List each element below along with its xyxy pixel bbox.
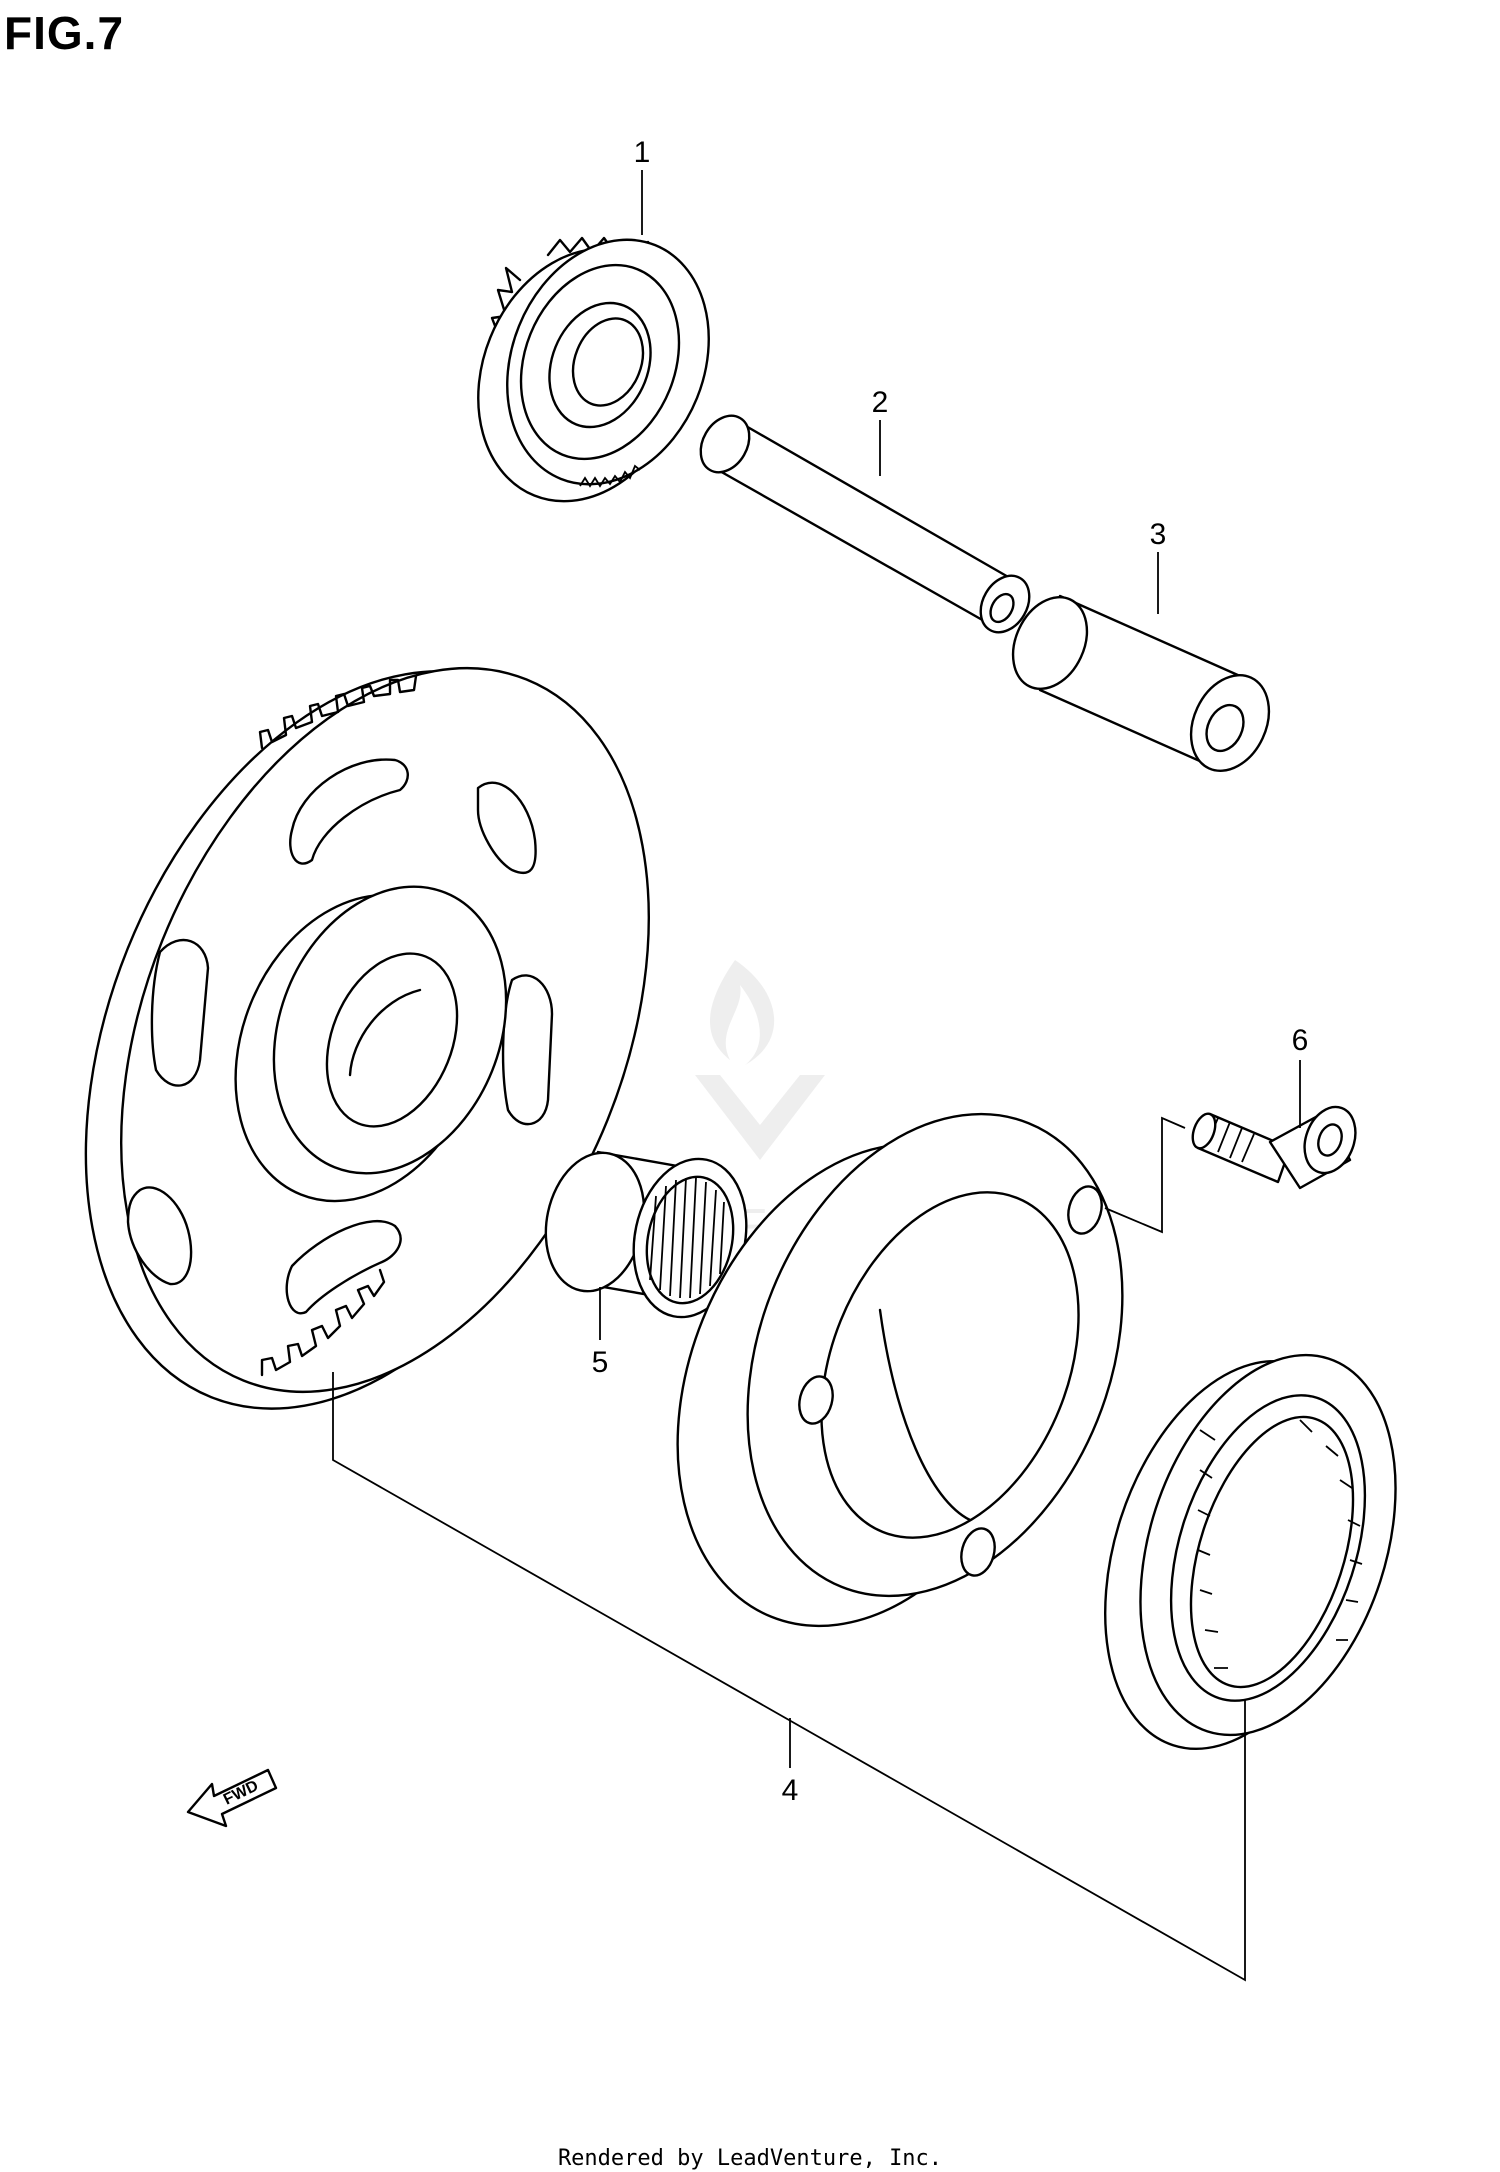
part-4-one-way-clutch bbox=[1104, 1353, 1397, 1750]
figure-title: FIG.7 bbox=[4, 7, 125, 59]
part-3-spacer bbox=[1011, 594, 1271, 773]
callout-3: 3 bbox=[1150, 518, 1167, 551]
callout-2: 2 bbox=[872, 386, 889, 419]
part-4-clutch-housing bbox=[676, 1112, 1124, 1628]
part-1-idle-gear bbox=[477, 236, 710, 503]
part-5-needle-bearing bbox=[544, 1150, 748, 1319]
callouts: 1 2 3 4 5 6 bbox=[592, 136, 1309, 1807]
callout-6: 6 bbox=[1292, 1024, 1309, 1057]
part-4-starter-driven-gear bbox=[84, 666, 650, 1410]
leader-lines bbox=[332, 170, 1301, 1982]
fwd-arrow-icon: FWD bbox=[186, 1768, 278, 1828]
callout-5: 5 bbox=[592, 1346, 609, 1379]
part-6-bolt bbox=[1191, 1105, 1357, 1190]
footer-credit: Rendered by LeadVenture, Inc. bbox=[557, 2146, 943, 2171]
callout-4: 4 bbox=[782, 1774, 799, 1807]
callout-1: 1 bbox=[634, 136, 651, 169]
part-2-shaft bbox=[699, 414, 1031, 634]
